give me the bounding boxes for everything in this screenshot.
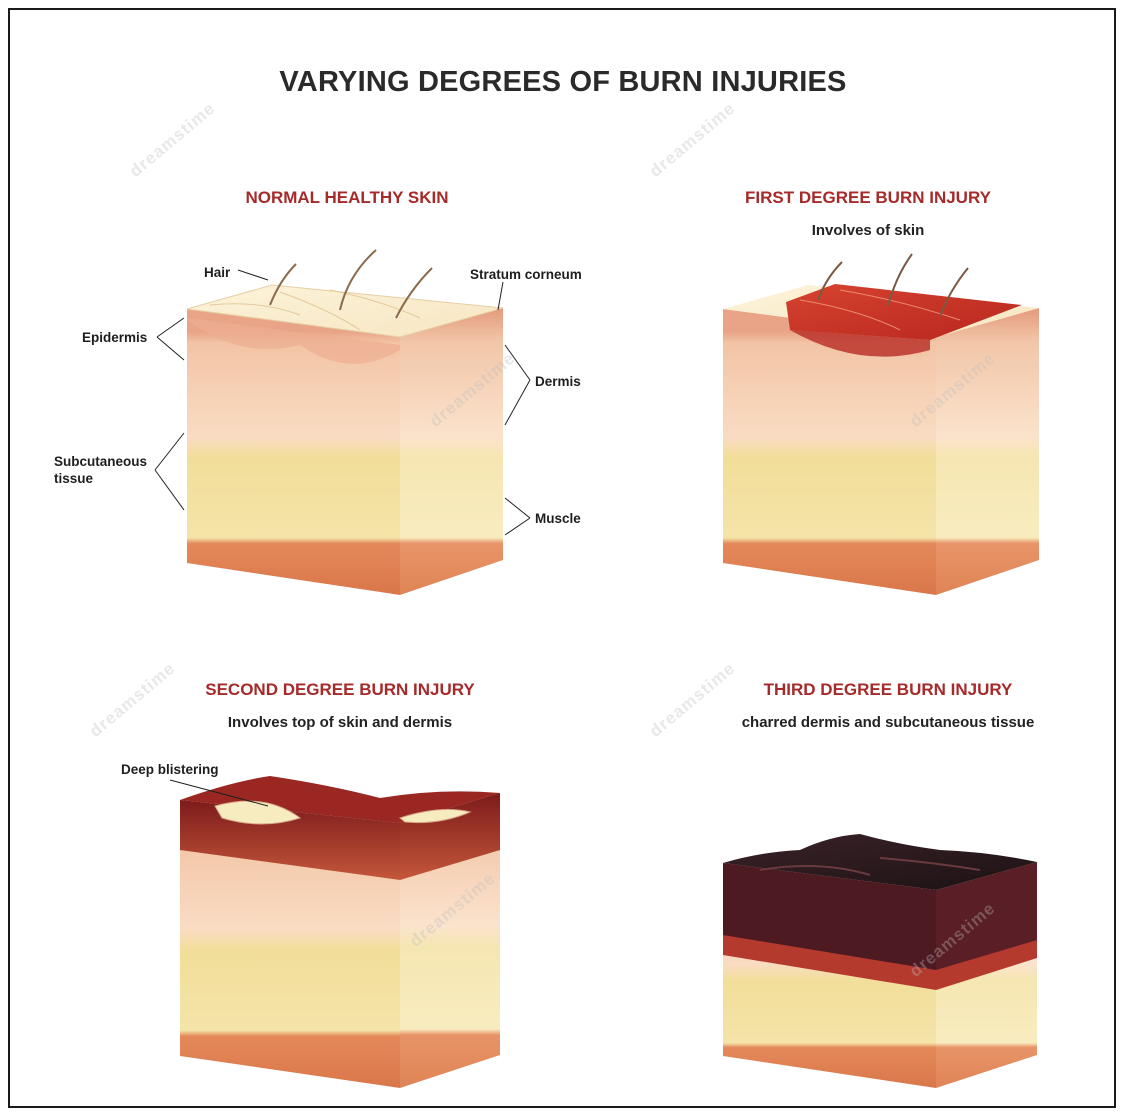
third-degree-block bbox=[723, 834, 1037, 1088]
second-degree-block bbox=[170, 776, 500, 1088]
normal-skin-block bbox=[155, 250, 530, 595]
first-degree-block bbox=[723, 254, 1039, 595]
